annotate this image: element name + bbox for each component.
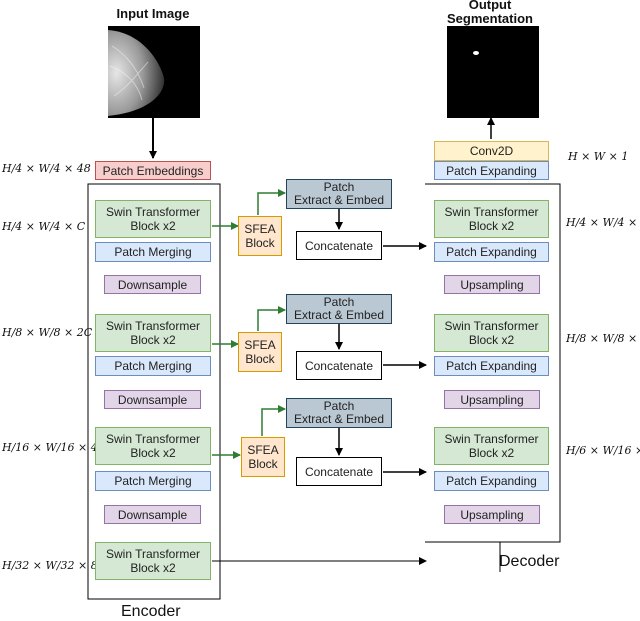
decoder-swin-block-1: Swin Transformer Block x2 [434, 200, 549, 238]
encoder-swin-block-2: Swin Transformer Block x2 [95, 314, 211, 352]
dim-label-4: H/32 × W/32 × 8C [2, 559, 107, 572]
mammogram-graphic [108, 30, 165, 116]
input-title: Input Image [116, 6, 190, 21]
downsample-box-2: Downsample [104, 390, 201, 409]
decoder-patch-expanding-3: Patch Expanding [434, 471, 549, 491]
skip-arrow-1b [257, 189, 286, 215]
upsampling-box-1: Upsampling [444, 275, 540, 294]
decoder-patch-expanding-1: Patch Expanding [434, 242, 549, 262]
concatenate-box-3: Concatenate [296, 457, 382, 486]
output-segmentation-image [447, 26, 539, 118]
concatenate-box-2: Concatenate [296, 351, 382, 380]
sfea-block-3: SFEA Block [241, 437, 285, 477]
upsampling-box-3: Upsampling [444, 505, 540, 524]
dim-label-r0: H × W × 1 [568, 150, 629, 163]
encoder-swin-block-3: Swin Transformer Block x2 [95, 427, 211, 465]
sfea-block-1: SFEA Block [238, 216, 282, 256]
decoder-swin-block-3: Swin Transformer Block x2 [434, 427, 549, 465]
downsample-box-1: Downsample [104, 275, 201, 294]
decoder-swin-block-2: Swin Transformer Block x2 [434, 314, 549, 352]
encoder-swin-block-4: Swin Transformer Block x2 [95, 542, 211, 580]
conv2d-box: Conv2D [434, 141, 549, 161]
upsampling-box-2: Upsampling [444, 390, 540, 409]
skip-arrow-2b [257, 306, 286, 331]
sfea-block-2: SFEA Block [238, 332, 282, 372]
decoder-patch-expanding-top: Patch Expanding [434, 161, 549, 180]
encoder-patch-merging-2: Patch Merging [95, 356, 211, 376]
dim-label-2: H/8 × W/8 × 2C [2, 326, 93, 339]
segmentation-graphic [473, 51, 479, 55]
patch-extract-embed-3: Patch Extract & Embed [286, 398, 392, 428]
dim-label-r3: H/6 × W/16 × 4C [566, 444, 640, 457]
encoder-label: Encoder [121, 603, 181, 620]
dim-label-1: H/4 × W/4 × C [2, 220, 86, 233]
decoder-container [425, 183, 561, 572]
dim-label-r2: H/8 × W/8 × 2C [566, 332, 640, 345]
dim-label-r1: H/4 × W/4 × C [566, 216, 640, 229]
patch-embeddings-box: Patch Embeddings [95, 161, 211, 180]
encoder-swin-block-1: Swin Transformer Block x2 [95, 200, 211, 238]
patch-extract-embed-1: Patch Extract & Embed [286, 179, 392, 209]
encoder-container [87, 183, 221, 600]
dim-label-0: H/4 × W/4 × 48 [2, 162, 91, 175]
encoder-patch-merging-1: Patch Merging [95, 242, 211, 262]
input-mammogram-image [108, 26, 200, 118]
decoder-patch-expanding-2: Patch Expanding [434, 356, 549, 376]
decoder-label: Decoder [499, 553, 560, 570]
encoder-patch-merging-3: Patch Merging [95, 471, 211, 491]
skip-arrow-3b [261, 405, 286, 436]
output-title: Output Segmentation [447, 0, 533, 26]
concatenate-box-1: Concatenate [296, 231, 382, 260]
downsample-box-3: Downsample [104, 505, 201, 524]
patch-extract-embed-2: Patch Extract & Embed [286, 294, 392, 324]
dim-label-3: H/16 × W/16 × 4C [2, 441, 107, 454]
